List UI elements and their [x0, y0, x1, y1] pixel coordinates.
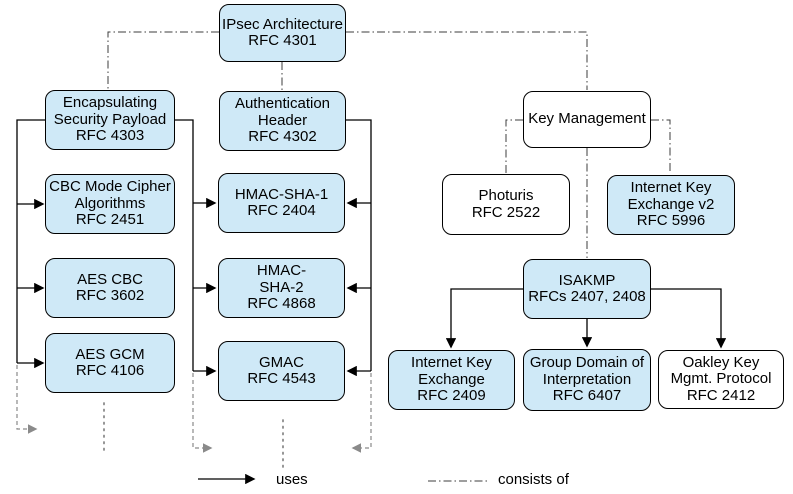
trunk-esp-right — [175, 119, 194, 371]
node-photuris: Photuris RFC 2522 — [442, 174, 570, 235]
node-authentication-header: Authentication Header RFC 4302 — [219, 91, 346, 151]
edge-isakmp-ike — [445, 288, 523, 349]
node-hmac-sha-2: HMAC- SHA-2 RFC 4868 — [218, 258, 345, 318]
node-aes-gcm: AES GCM RFC 4106 — [45, 333, 175, 393]
node-gmac: GMAC RFC 4543 — [218, 341, 345, 401]
edge-ipsec-esp — [107, 31, 219, 89]
legend-consists-of-label: consists of — [498, 471, 569, 488]
continuation-connectors — [16, 365, 372, 453]
legend-uses-label: uses — [276, 471, 308, 488]
node-esp: Encapsulating Security Payload RFC 4303 — [45, 90, 175, 150]
node-aes-cbc: AES CBC RFC 3602 — [45, 258, 175, 318]
node-isakmp: ISAKMP RFCs 2407, 2408 — [523, 259, 651, 319]
trunk-ah-right — [346, 119, 372, 371]
edge-ipsec-keymgmt — [346, 31, 588, 90]
continuation-middle-left-trunk — [192, 373, 213, 453]
node-ike: Internet Key Exchange RFC 2409 — [388, 350, 515, 410]
node-gdoi: Group Domain of Interpretation RFC 6407 — [523, 349, 651, 411]
node-ike-v2: Internet Key Exchange v2 RFC 5996 — [607, 175, 735, 235]
node-oakley: Oakley Key Mgmt. Protocol RFC 2412 — [658, 350, 784, 409]
continuation-left-trunk — [16, 365, 38, 434]
node-cbc-mode-cipher: CBC Mode Cipher Algorithms RFC 2451 — [45, 174, 175, 234]
edge-isakmp-oakley — [651, 288, 727, 349]
uses-connectors — [16, 119, 727, 485]
ellipsis-dots — [103, 402, 284, 469]
node-ipsec-architecture: IPsec Architecture RFC 4301 — [219, 4, 346, 62]
node-key-management: Key Management — [523, 91, 651, 148]
node-hmac-sha-1: HMAC-SHA-1 RFC 2404 — [218, 173, 345, 233]
edge-keymgmt-photuris — [505, 119, 523, 173]
trunk-esp-left — [16, 119, 45, 363]
consists-of-connectors — [107, 31, 671, 482]
continuation-middle-right-trunk — [351, 373, 372, 453]
edge-keymgmt-ikev2 — [651, 119, 671, 174]
